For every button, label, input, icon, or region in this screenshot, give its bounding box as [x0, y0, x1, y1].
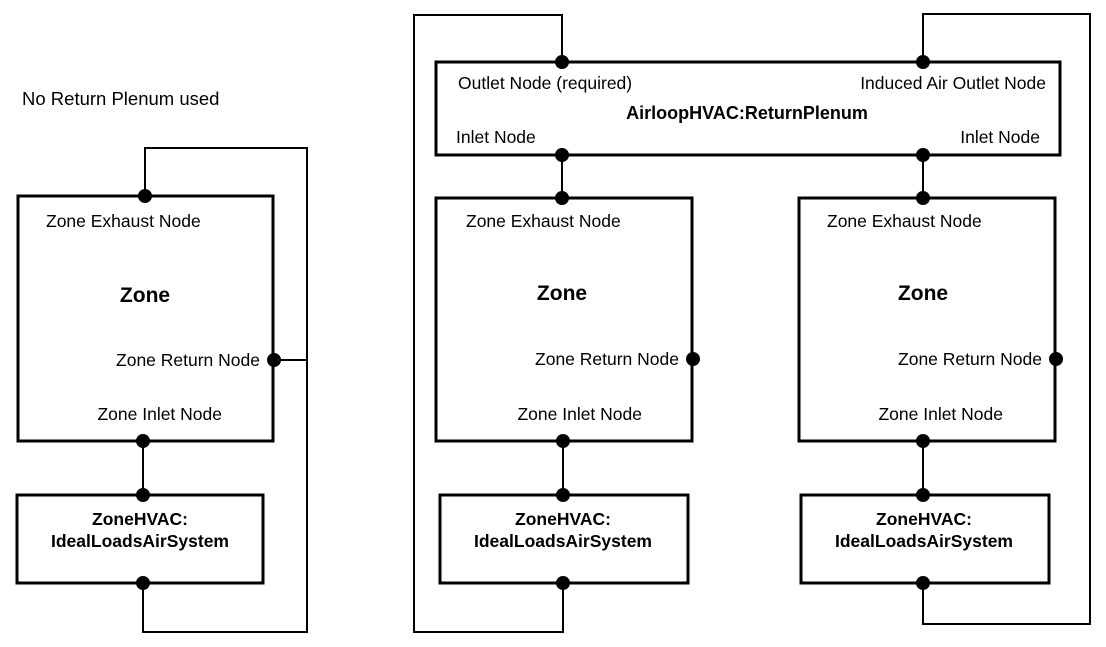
- left-equipment-line2: IdealLoadsAirSystem: [51, 530, 229, 551]
- right-equipment-inlet-node-dot[interactable]: [916, 488, 930, 502]
- plenum-right-inlet-node-label: Inlet Node: [960, 127, 1040, 147]
- plenum-outlet-node-dot[interactable]: [555, 55, 569, 69]
- right-zone-exhaust-node-label: Zone Exhaust Node: [827, 211, 982, 231]
- right-zone-exhaust-node-dot[interactable]: [916, 191, 930, 205]
- left-equipment-outlet-node-dot[interactable]: [136, 576, 150, 590]
- middle-equipment-outlet-node-dot[interactable]: [556, 576, 570, 590]
- right-equipment-line1: ZoneHVAC:: [876, 509, 972, 529]
- left-equipment-title: ZoneHVAC: IdealLoadsAirSystem: [51, 509, 229, 553]
- left-zone-return-node-label: Zone Return Node: [116, 350, 260, 370]
- middle-equipment-title: ZoneHVAC: IdealLoadsAirSystem: [474, 509, 652, 553]
- middle-equipment-line1: ZoneHVAC:: [515, 509, 611, 529]
- right-equipment-outlet-node-dot[interactable]: [916, 576, 930, 590]
- middle-zone-title: Zone: [536, 282, 588, 305]
- plenum-left-inlet-node-label: Inlet Node: [456, 127, 536, 147]
- return-plenum-title: AirloopHVAC:ReturnPlenum: [626, 103, 868, 123]
- left-zone-inlet-node-dot[interactable]: [136, 434, 150, 448]
- plenum-right-inlet-node-dot[interactable]: [916, 148, 930, 162]
- left-zone-inlet-node-label: Zone Inlet Node: [97, 404, 222, 424]
- left-zone-title: Zone: [119, 284, 171, 307]
- middle-zone-exhaust-node-label: Zone Exhaust Node: [466, 211, 621, 231]
- left-equipment-inlet-node-dot[interactable]: [136, 488, 150, 502]
- plenum-induced-air-outlet-node-dot[interactable]: [916, 55, 930, 69]
- left-zone-exhaust-node-dot[interactable]: [138, 189, 152, 203]
- right-equipment-line2: IdealLoadsAirSystem: [835, 530, 1013, 551]
- left-zone-exhaust-node-label: Zone Exhaust Node: [46, 211, 201, 231]
- right-zone-return-node-label: Zone Return Node: [898, 349, 1042, 369]
- left-zone-return-node-dot[interactable]: [267, 353, 281, 367]
- middle-zone-return-node-label: Zone Return Node: [535, 349, 679, 369]
- left-equipment-line1: ZoneHVAC:: [92, 509, 188, 529]
- middle-equipment-inlet-node-dot[interactable]: [556, 488, 570, 502]
- plenum-induced-air-outlet-node-label: Induced Air Outlet Node: [860, 73, 1046, 93]
- plenum-outlet-node-label: Outlet Node (required): [458, 73, 633, 93]
- left-diagram-title: No Return Plenum used: [22, 88, 220, 109]
- middle-equipment-line2: IdealLoadsAirSystem: [474, 530, 652, 551]
- middle-zone-return-node-dot[interactable]: [686, 352, 700, 366]
- right-zone-inlet-node-label: Zone Inlet Node: [878, 404, 1003, 424]
- middle-zone-inlet-node-label: Zone Inlet Node: [517, 404, 642, 424]
- plenum-left-inlet-node-dot[interactable]: [555, 148, 569, 162]
- middle-zone-exhaust-node-dot[interactable]: [555, 191, 569, 205]
- right-zone-inlet-node-dot[interactable]: [916, 434, 930, 448]
- middle-zone-inlet-node-dot[interactable]: [556, 434, 570, 448]
- right-equipment-title: ZoneHVAC: IdealLoadsAirSystem: [835, 509, 1013, 553]
- right-zone-return-node-dot[interactable]: [1049, 352, 1063, 366]
- right-zone-title: Zone: [897, 282, 949, 305]
